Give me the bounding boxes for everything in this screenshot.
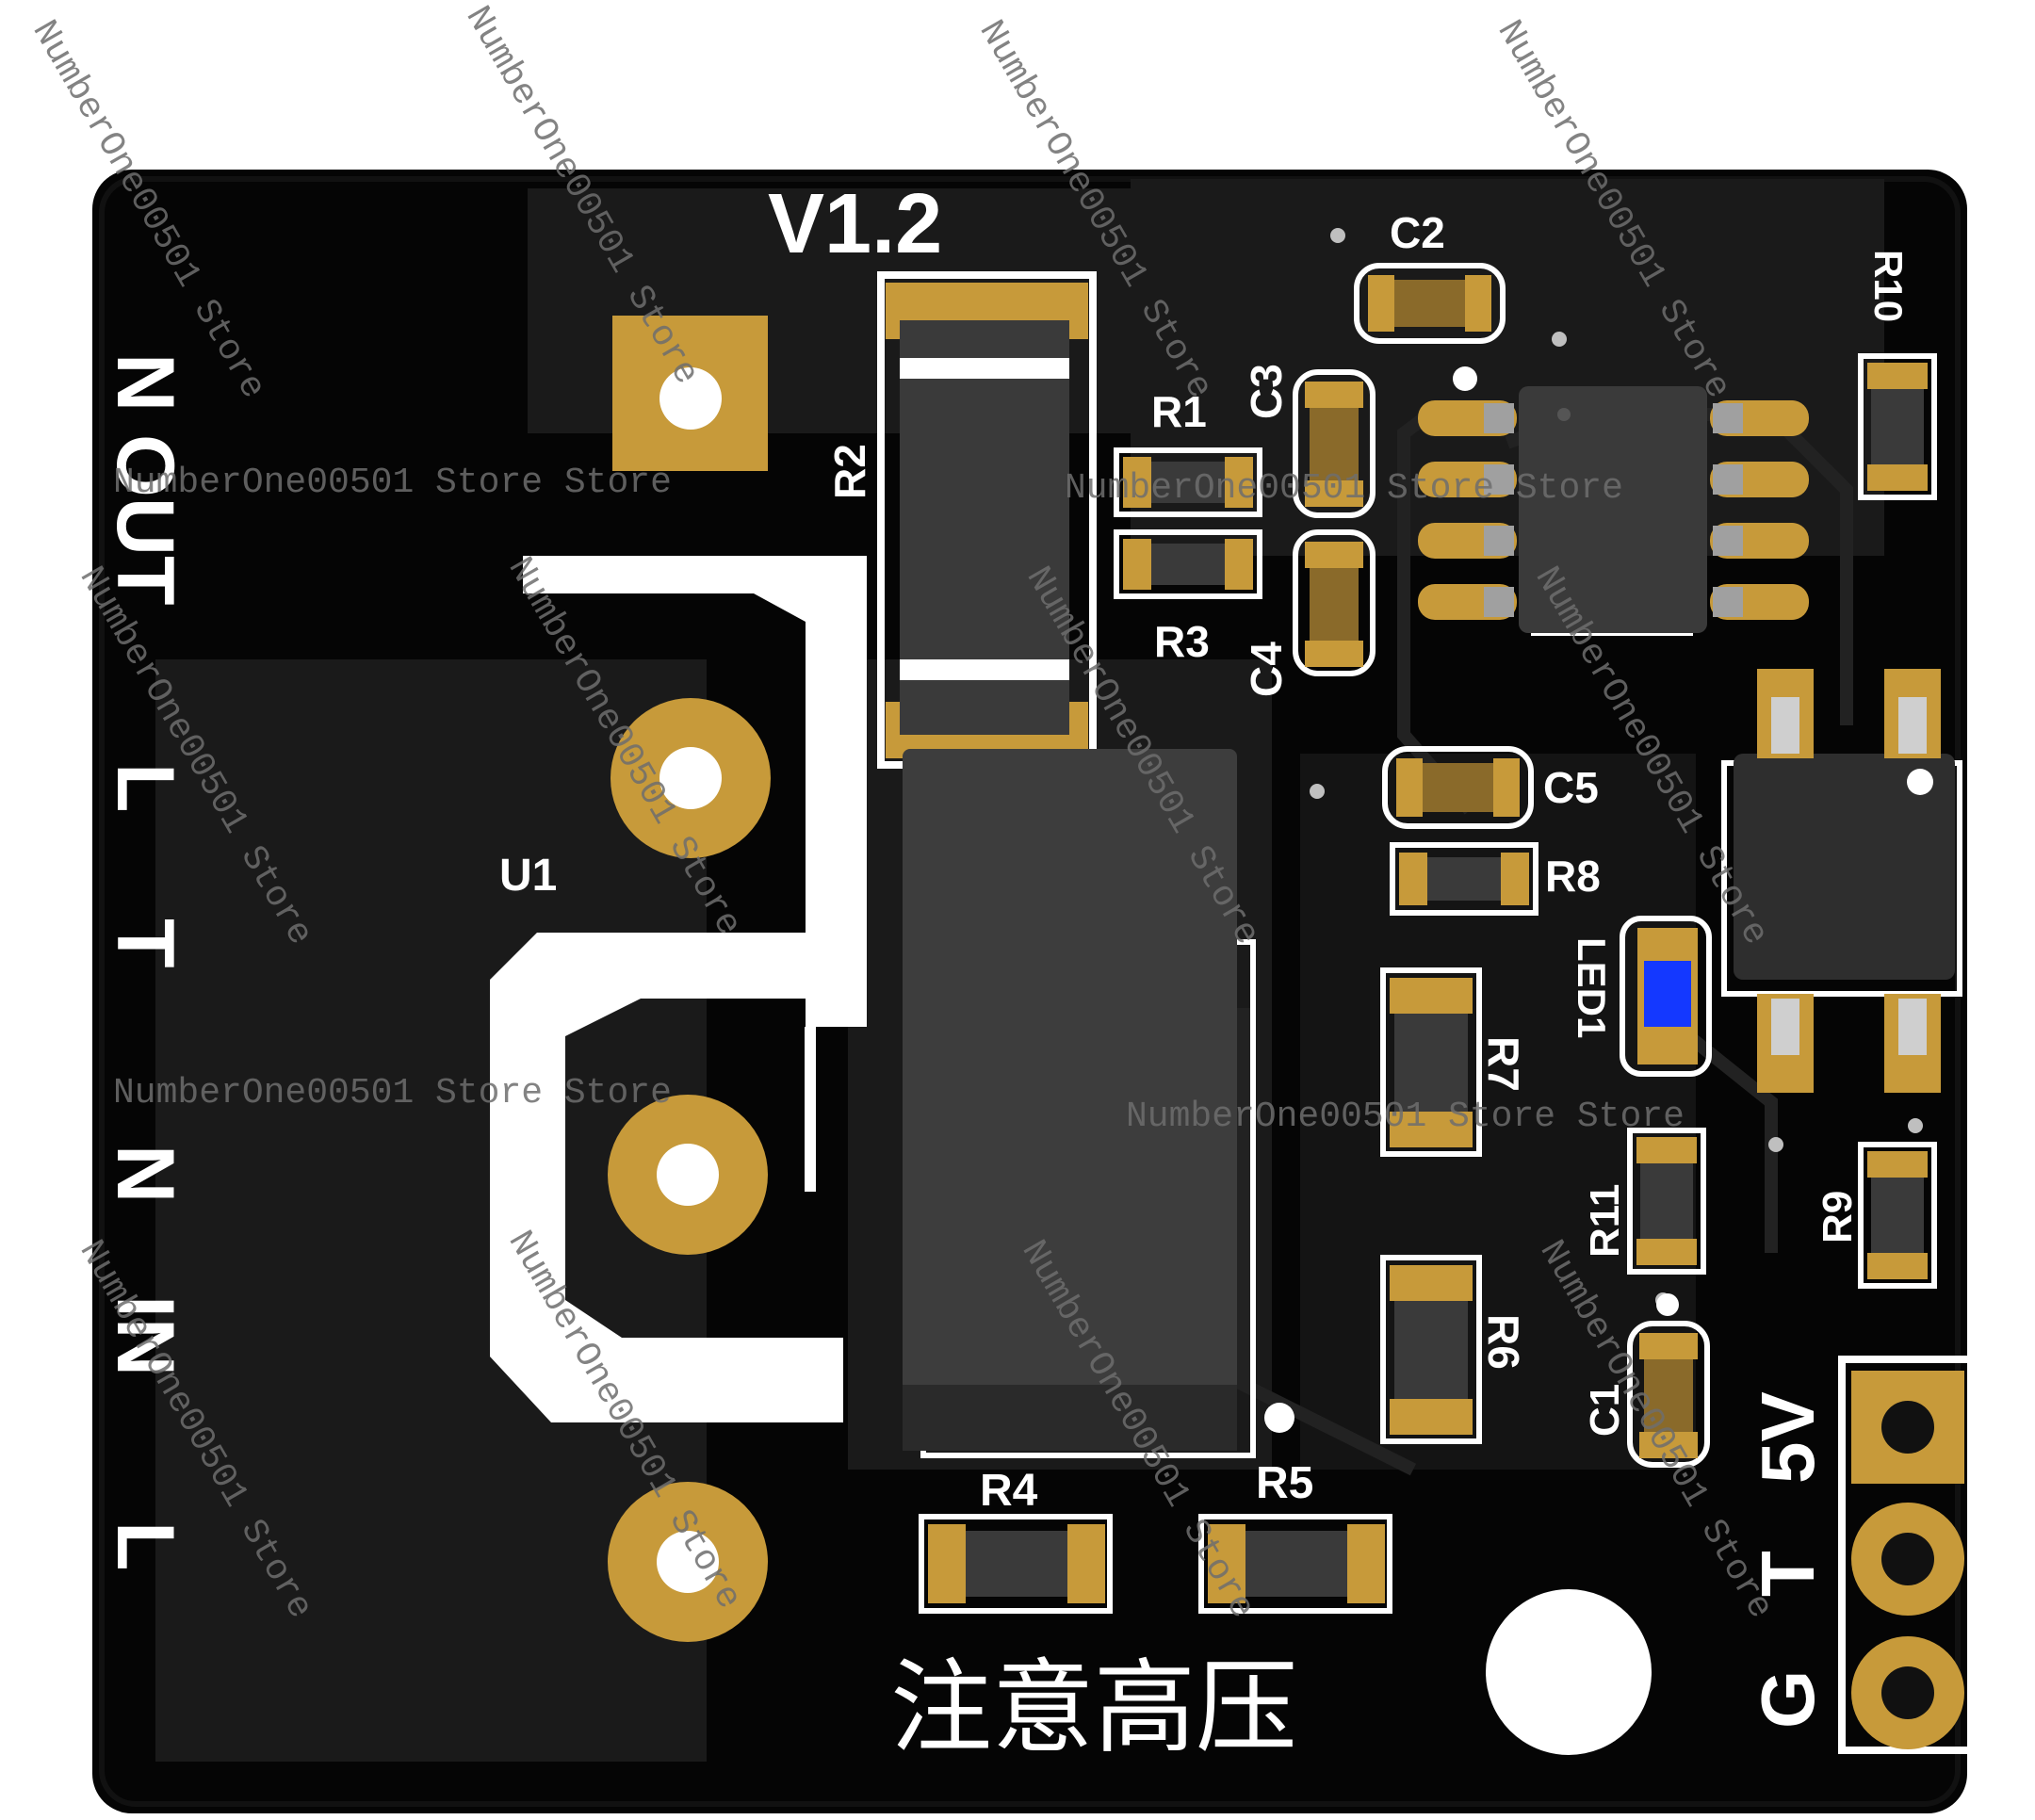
label-t-symbol: T (100, 918, 190, 968)
label-c3: C3 (1242, 364, 1291, 419)
optocoupler (1721, 669, 1962, 1093)
label-t: T (1746, 1551, 1830, 1597)
label-l-out: L (100, 763, 190, 813)
label-r10: R10 (1866, 250, 1911, 322)
led1 (1620, 916, 1712, 1077)
label-r4: R4 (980, 1466, 1038, 1516)
terminal-pads (608, 316, 771, 1642)
label-r3: R3 (1154, 617, 1210, 666)
label-c1: C1 (1582, 1384, 1628, 1437)
vias (1264, 228, 1923, 1433)
watermark-text: NumberOne00501 Store Store (1126, 1097, 1685, 1137)
label-c5: C5 (1543, 763, 1599, 812)
label-c4: C4 (1242, 642, 1291, 697)
label-r8: R8 (1545, 852, 1601, 901)
label-led1: LED1 (1570, 937, 1614, 1038)
r2-resistor (877, 271, 1097, 769)
label-u1: U1 (499, 851, 557, 901)
label-r1: R1 (1151, 387, 1207, 436)
version-label: V1.2 (768, 177, 942, 271)
watermark-text: NumberOne00501 Store Store (113, 1073, 672, 1113)
watermark-text: NumberOne00501 Store Store (113, 463, 672, 503)
label-l-in: L (100, 1521, 190, 1571)
label-r5: R5 (1256, 1458, 1313, 1508)
label-in: IN (100, 1295, 190, 1376)
high-voltage-warning: 注意高压 (890, 1649, 1297, 1767)
label-n-out: N OUT (100, 353, 190, 606)
label-5v: 5V (1746, 1391, 1830, 1484)
label-c2: C2 (1390, 208, 1445, 257)
smd-capacitors (1293, 263, 1710, 1468)
pin-header (1838, 1356, 1978, 1754)
label-r7: R7 (1479, 1036, 1528, 1092)
smd-resistors (919, 353, 1937, 1614)
isolation-slot-silk (490, 556, 867, 1422)
label-n-in: N (100, 1145, 190, 1203)
label-g: G (1746, 1670, 1830, 1729)
ic-soic8 (1418, 366, 1809, 636)
mounting-hole (1486, 1589, 1652, 1755)
u1-module (903, 749, 1256, 1458)
watermark-text: NumberOne00501 Store Store (1065, 468, 1623, 509)
label-r11: R11 (1582, 1184, 1628, 1258)
label-r2: R2 (825, 444, 874, 499)
label-r6: R6 (1479, 1314, 1528, 1370)
label-r9: R9 (1815, 1191, 1861, 1243)
